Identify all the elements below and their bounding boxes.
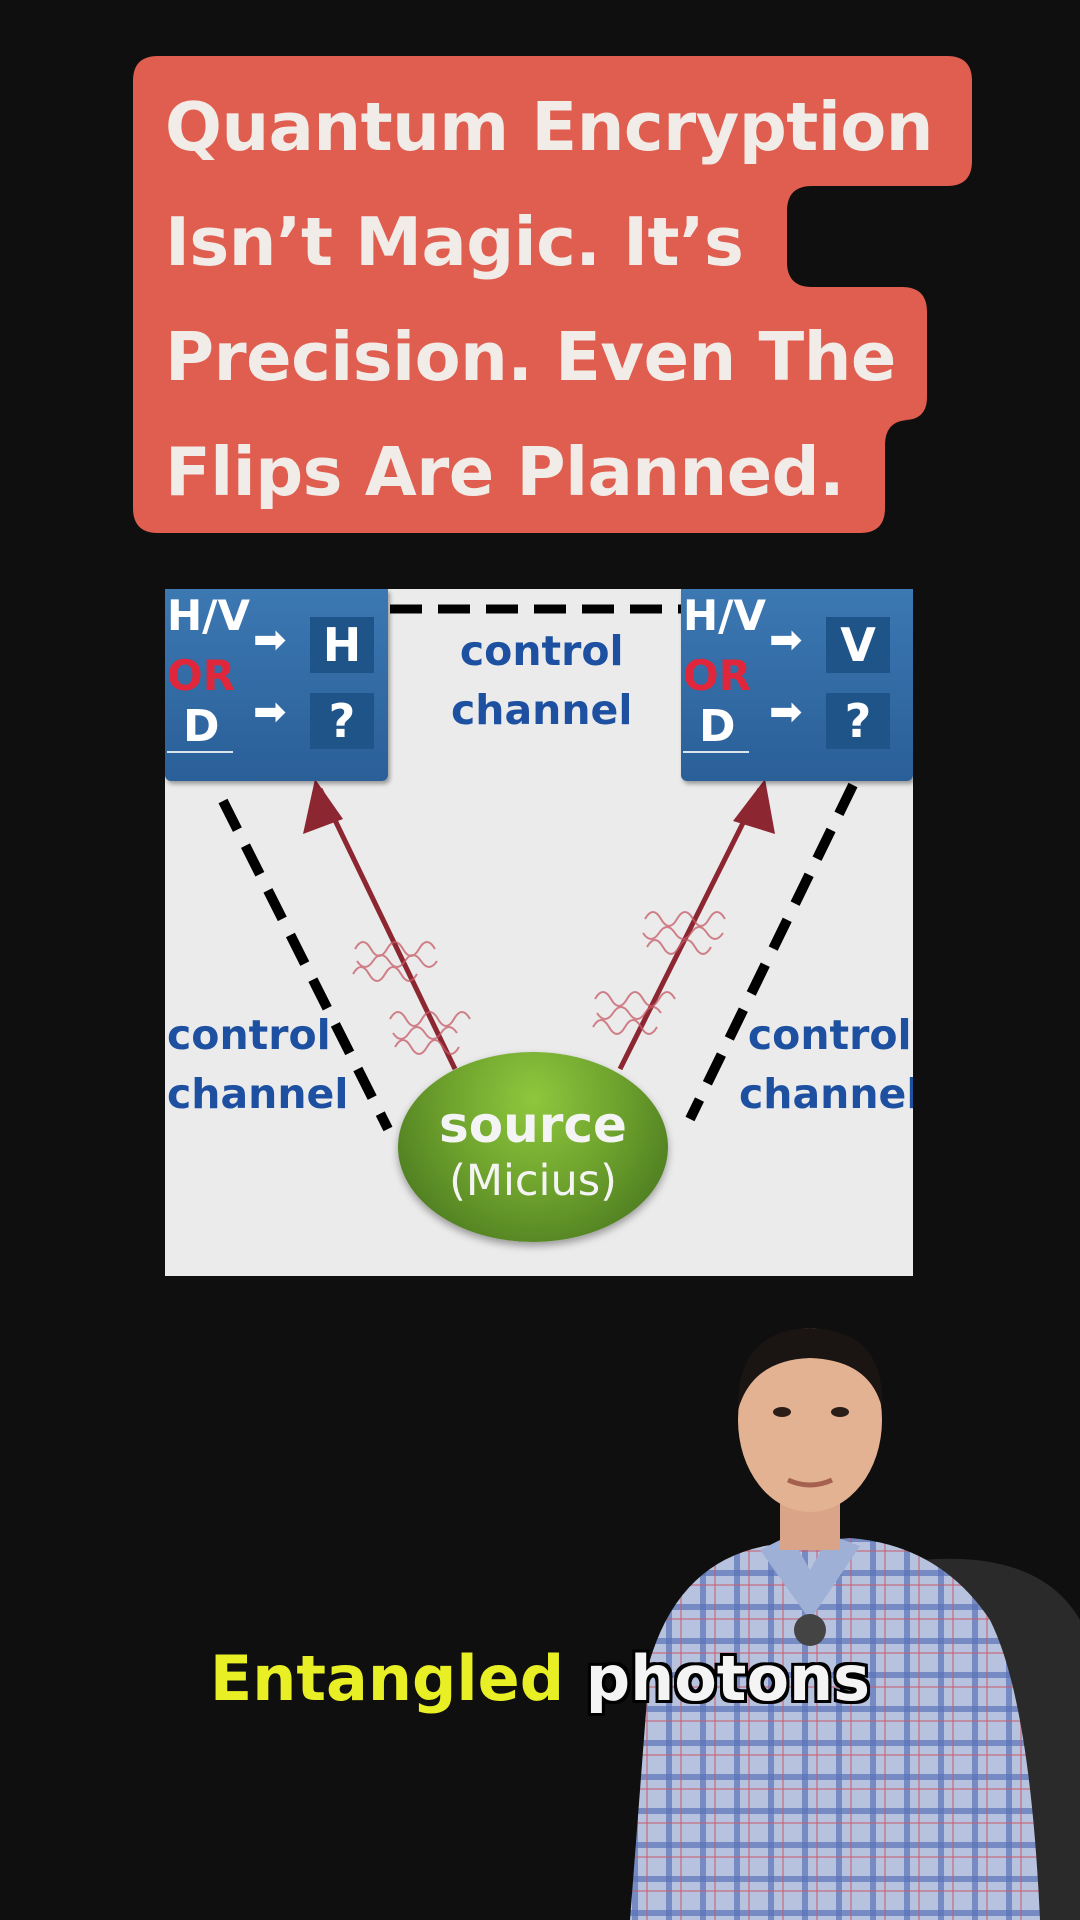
right-channel-line2: channel (739, 1070, 913, 1118)
title-background (133, 56, 972, 533)
left-basis-hv: H/V (167, 591, 250, 640)
right-arrow-top-icon: ➡ (769, 617, 803, 663)
top-channel-line2: channel (451, 686, 633, 734)
top-channel-line1: control (459, 627, 624, 675)
left-channel-line2: channel (167, 1070, 349, 1118)
right-channel-label: control channel (739, 1006, 913, 1124)
right-basis-d: D (699, 701, 736, 752)
left-channel-line1: control (167, 1011, 331, 1059)
source-sublabel: (Micius) (449, 1156, 617, 1206)
left-photon-arrowhead (303, 779, 343, 834)
right-control-channel-line (685, 782, 858, 1122)
presenter-image (630, 1328, 1080, 1920)
top-channel-label: control channel (451, 622, 632, 740)
caption-highlight-word: Entangled (209, 1642, 565, 1715)
right-result-top: V (826, 617, 890, 673)
left-arrow-top-icon: ➡ (253, 617, 287, 663)
left-result-bottom: ? (310, 693, 374, 749)
entanglement-diagram: H/V OR D ➡ ➡ H ? H/V OR D ➡ ➡ V ? contro… (165, 589, 913, 1276)
subtitle-caption: Entangled photons (0, 1642, 1080, 1715)
title-line-1: Quantum Encryption (165, 88, 934, 166)
title-line-3: Precision. Even The (165, 318, 896, 396)
diagram-lines (218, 604, 858, 1132)
left-basis-d: D (183, 701, 220, 752)
left-control-channel-line (218, 798, 393, 1132)
photon-source: source (Micius) (398, 1052, 668, 1242)
left-arrow-bottom-icon: ➡ (253, 689, 287, 735)
left-channel-label: control channel (167, 1006, 348, 1124)
caption-word: photons (585, 1642, 871, 1715)
right-measurement-box: H/V OR D ➡ ➡ V ? (681, 589, 913, 781)
right-wave-packet (592, 911, 726, 1035)
right-result-bottom: ? (826, 693, 890, 749)
right-photon-path (617, 787, 763, 1071)
left-result-top: H (310, 617, 374, 673)
right-or-label: OR (683, 651, 752, 700)
left-or-label: OR (167, 651, 236, 700)
left-d-underline (167, 751, 233, 753)
title-line-4: Flips Are Planned. (165, 433, 845, 511)
title-line-2: Isn’t Magic. It’s (165, 203, 744, 281)
right-channel-line1: control (747, 1011, 912, 1059)
right-photon-arrowhead (733, 779, 775, 834)
left-photon-path (317, 787, 458, 1071)
right-arrow-bottom-icon: ➡ (769, 689, 803, 735)
right-d-underline (683, 751, 749, 753)
source-label: source (439, 1096, 627, 1154)
left-wave-packet (352, 941, 471, 1055)
left-measurement-box: H/V OR D ➡ ➡ H ? (165, 589, 388, 781)
right-basis-hv: H/V (683, 591, 766, 640)
